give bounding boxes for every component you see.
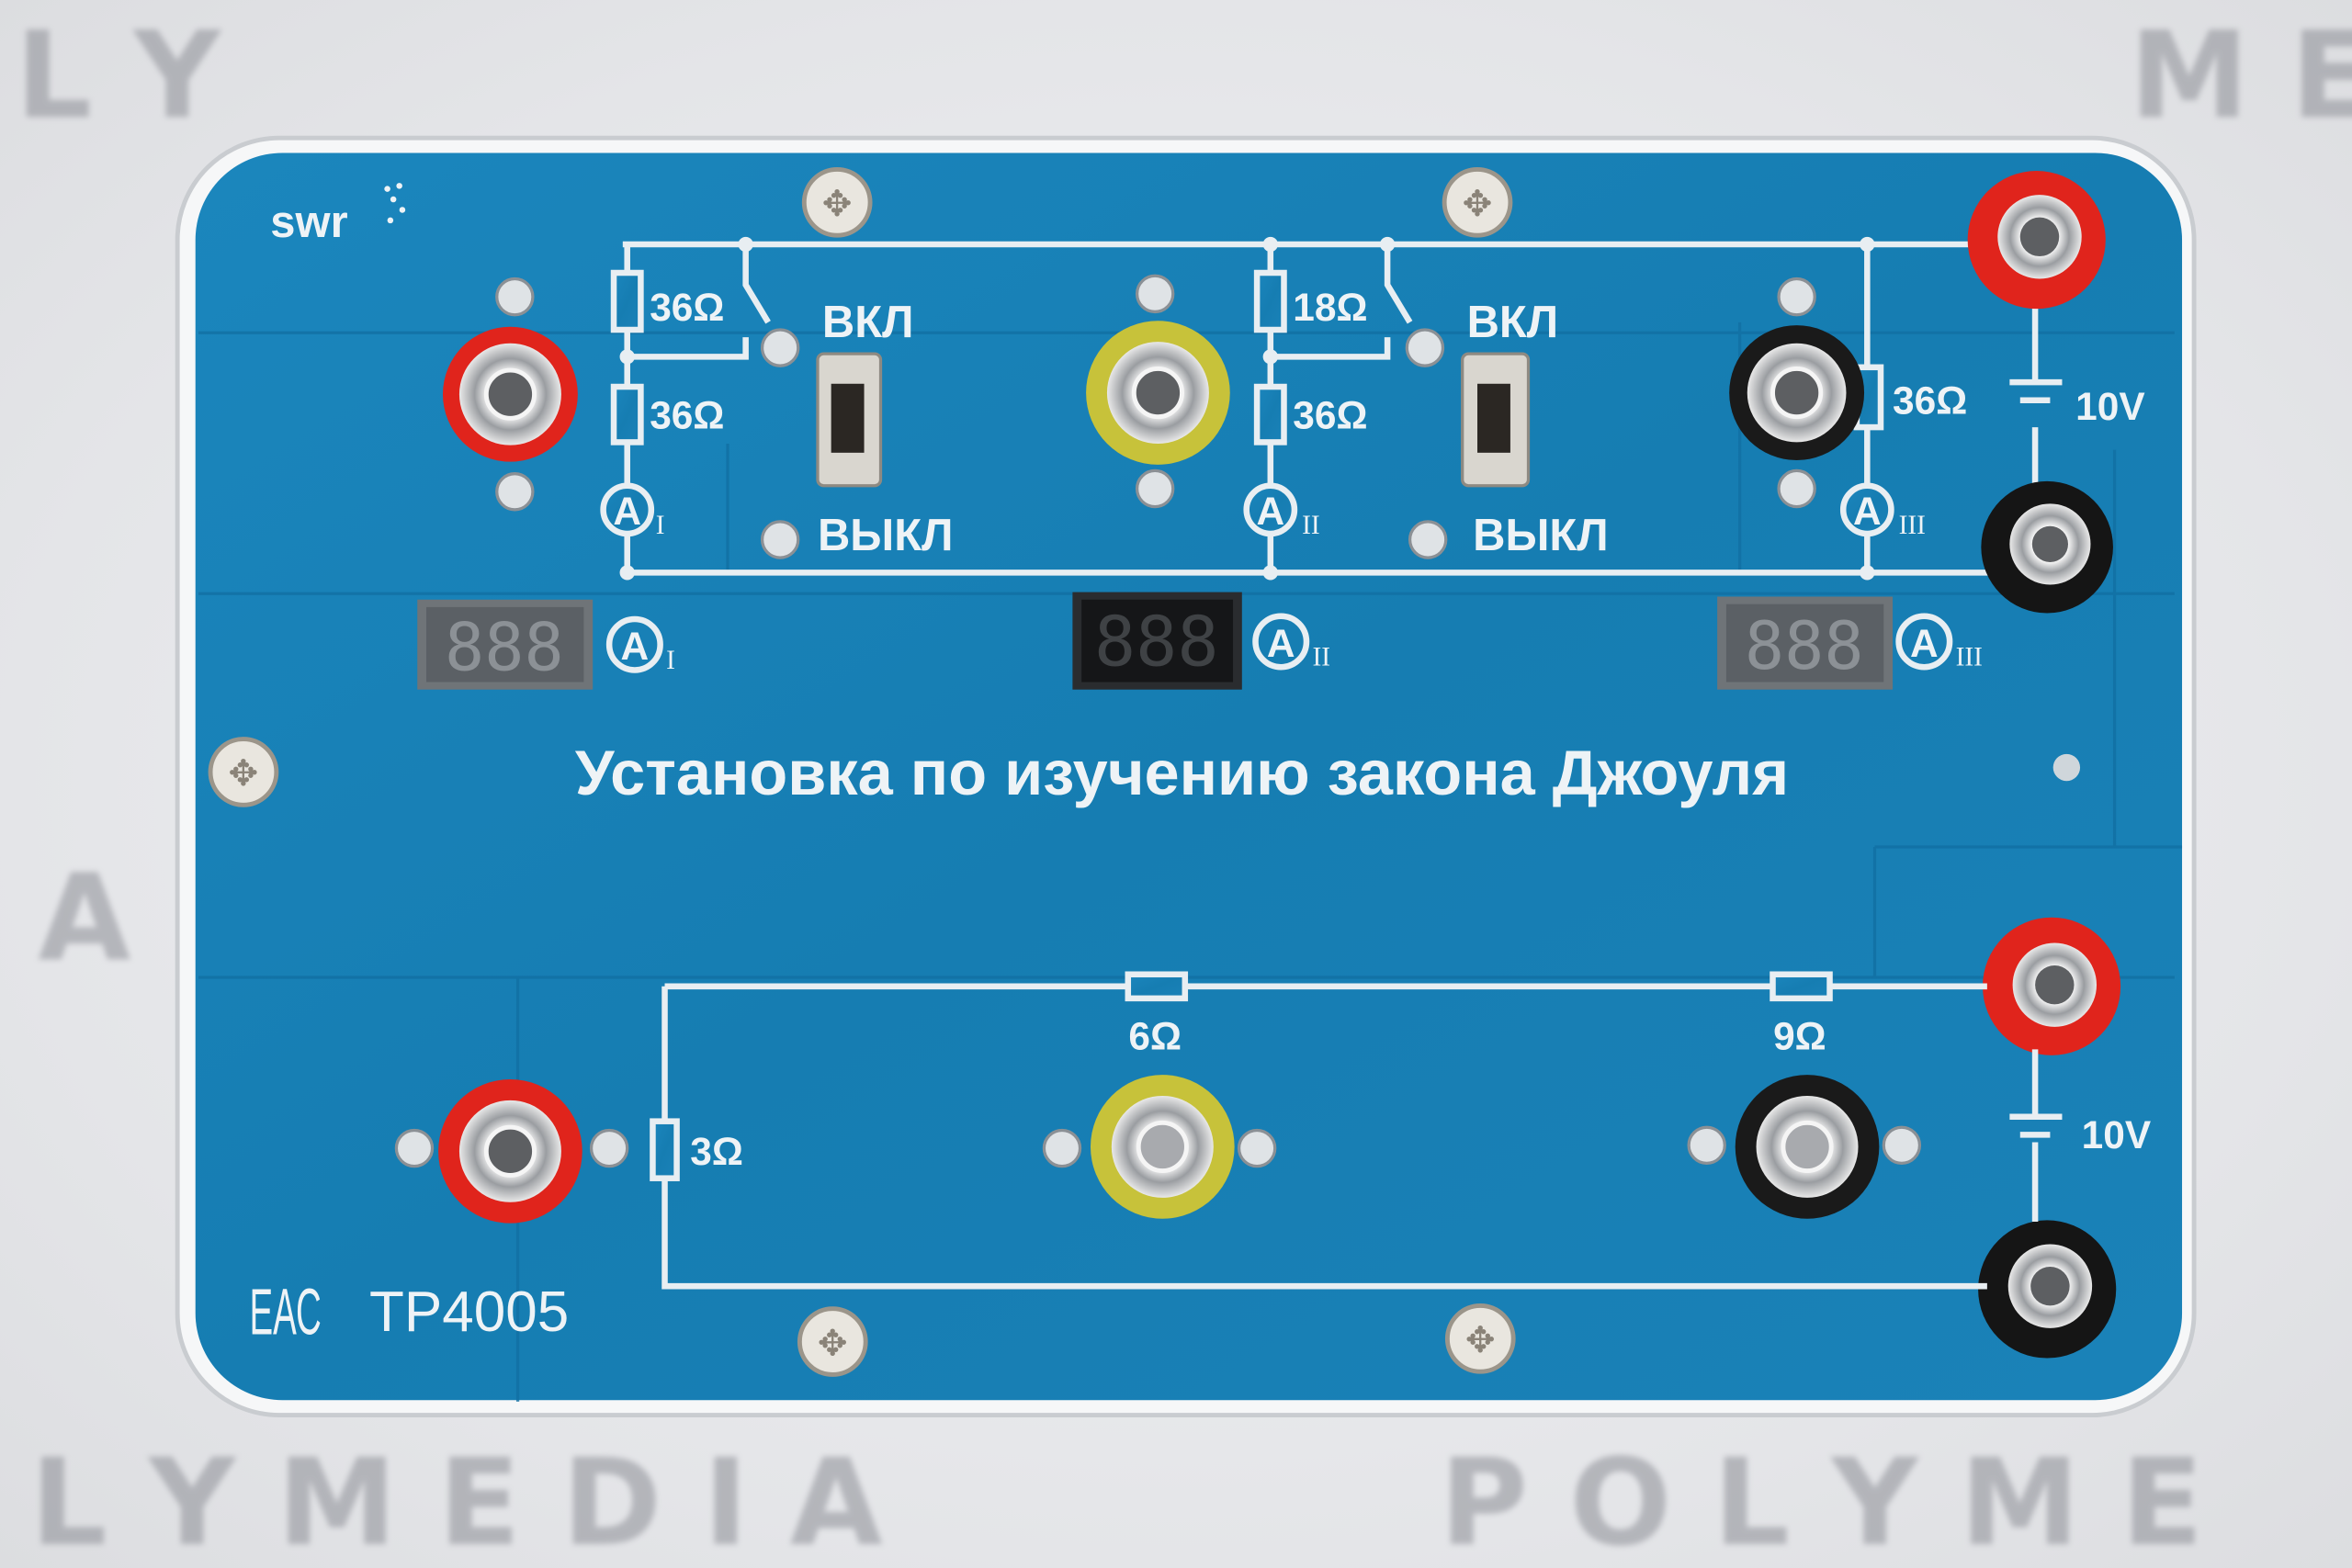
resistor-label: 36Ω — [1293, 394, 1367, 437]
resistor-label: 36Ω — [650, 394, 724, 437]
board-title: Установка по изучению закона Джоуля — [575, 738, 1789, 808]
swr-logo: swr — [270, 197, 347, 247]
solder-pads — [394, 274, 1922, 1168]
voltage-label: 10V — [2082, 1113, 2151, 1156]
svg-text:III: III — [1899, 511, 1926, 540]
screws: ✥ ✥ ✥ ✥ ✥ — [208, 166, 1516, 1377]
resistor-label: 36Ω — [650, 286, 724, 329]
resistor-label: 6Ω — [1128, 1014, 1182, 1057]
svg-text:✥: ✥ — [1463, 185, 1493, 224]
screw-icon: ✥ — [208, 737, 279, 807]
screw-icon: ✥ — [1442, 166, 1513, 238]
watermark-text: M E — [2130, 6, 2352, 145]
ammeter-display-3: 888 — [1717, 596, 1894, 690]
voltage-label: 10V — [2075, 385, 2144, 428]
ammeter-symbol: A III — [1895, 613, 1983, 672]
svg-text:II: II — [1313, 643, 1331, 672]
svg-text:888: 888 — [445, 608, 564, 685]
ammeter-display-2: 888 — [1072, 592, 1242, 690]
svg-text:✥: ✥ — [822, 185, 853, 224]
watermark-text: A — [38, 848, 130, 987]
ammeter-symbol: A III — [1839, 482, 1926, 540]
swr-logo-dots — [384, 183, 406, 224]
jack-socket-yellow[interactable] — [1090, 1075, 1235, 1219]
svg-text:✥: ✥ — [1465, 1321, 1496, 1360]
jack-socket-black[interactable] — [1729, 325, 1865, 461]
eac-mark: ЕАС — [249, 1275, 321, 1348]
screw-icon: ✥ — [1444, 1303, 1516, 1374]
switch-off-label: ВЫКЛ — [1473, 511, 1608, 560]
svg-text:888: 888 — [1745, 607, 1864, 684]
resistor-label: 36Ω — [1893, 378, 1967, 422]
pcb-board — [195, 152, 2183, 1401]
toggle-switch-2[interactable] — [1461, 352, 1531, 488]
power-terminal-black[interactable] — [1978, 1220, 2117, 1359]
svg-text:III: III — [1956, 643, 1983, 672]
jack-socket-black[interactable] — [1735, 1075, 1880, 1219]
power-terminal-black[interactable] — [1981, 480, 2113, 614]
power-terminal-red[interactable] — [1967, 171, 2106, 310]
model-number: TP4005 — [369, 1280, 569, 1344]
svg-text:✥: ✥ — [229, 754, 259, 794]
resistor-label: 3Ω — [690, 1130, 743, 1173]
power-terminal-red[interactable] — [1982, 917, 2121, 1055]
switch-off-label: ВЫКЛ — [818, 511, 953, 560]
switch-on-label: ВКЛ — [1467, 298, 1559, 347]
watermark-text: L Y M E D I A — [30, 1433, 882, 1568]
screw-icon: ✥ — [801, 166, 873, 238]
svg-text:A: A — [1267, 622, 1295, 665]
jack-socket-red[interactable] — [438, 1078, 582, 1224]
svg-text:A: A — [621, 625, 650, 668]
svg-text:A: A — [1256, 490, 1284, 533]
toggle-switch-1[interactable] — [816, 352, 883, 488]
svg-text:A: A — [1853, 490, 1882, 533]
resistor-label: 9Ω — [1773, 1014, 1826, 1057]
bottom-circuit-wires — [662, 983, 2063, 1290]
screw-icon: ✥ — [797, 1306, 868, 1377]
resistors-bottom — [650, 971, 1833, 1181]
resistor-label: 18Ω — [1293, 286, 1367, 329]
watermark-text: L Y — [16, 6, 222, 145]
svg-text:I: I — [666, 646, 675, 675]
ammeter-display-1: 888 — [417, 599, 594, 690]
svg-text:888: 888 — [1094, 602, 1219, 682]
switch-on-label: ВКЛ — [822, 298, 914, 347]
ammeter-symbol: A II — [1252, 613, 1331, 672]
svg-text:A: A — [1910, 622, 1939, 665]
svg-text:A: A — [613, 490, 641, 533]
jack-socket-yellow[interactable] — [1086, 321, 1230, 465]
ammeter-symbol: A II — [1243, 482, 1320, 540]
mounting-hole — [2052, 753, 2081, 782]
svg-text:I: I — [656, 511, 665, 540]
watermark-text: P O L Y M E — [1440, 1433, 2203, 1568]
svg-text:✥: ✥ — [818, 1324, 848, 1363]
jack-socket-red[interactable] — [442, 326, 578, 462]
svg-text:II: II — [1302, 511, 1320, 540]
